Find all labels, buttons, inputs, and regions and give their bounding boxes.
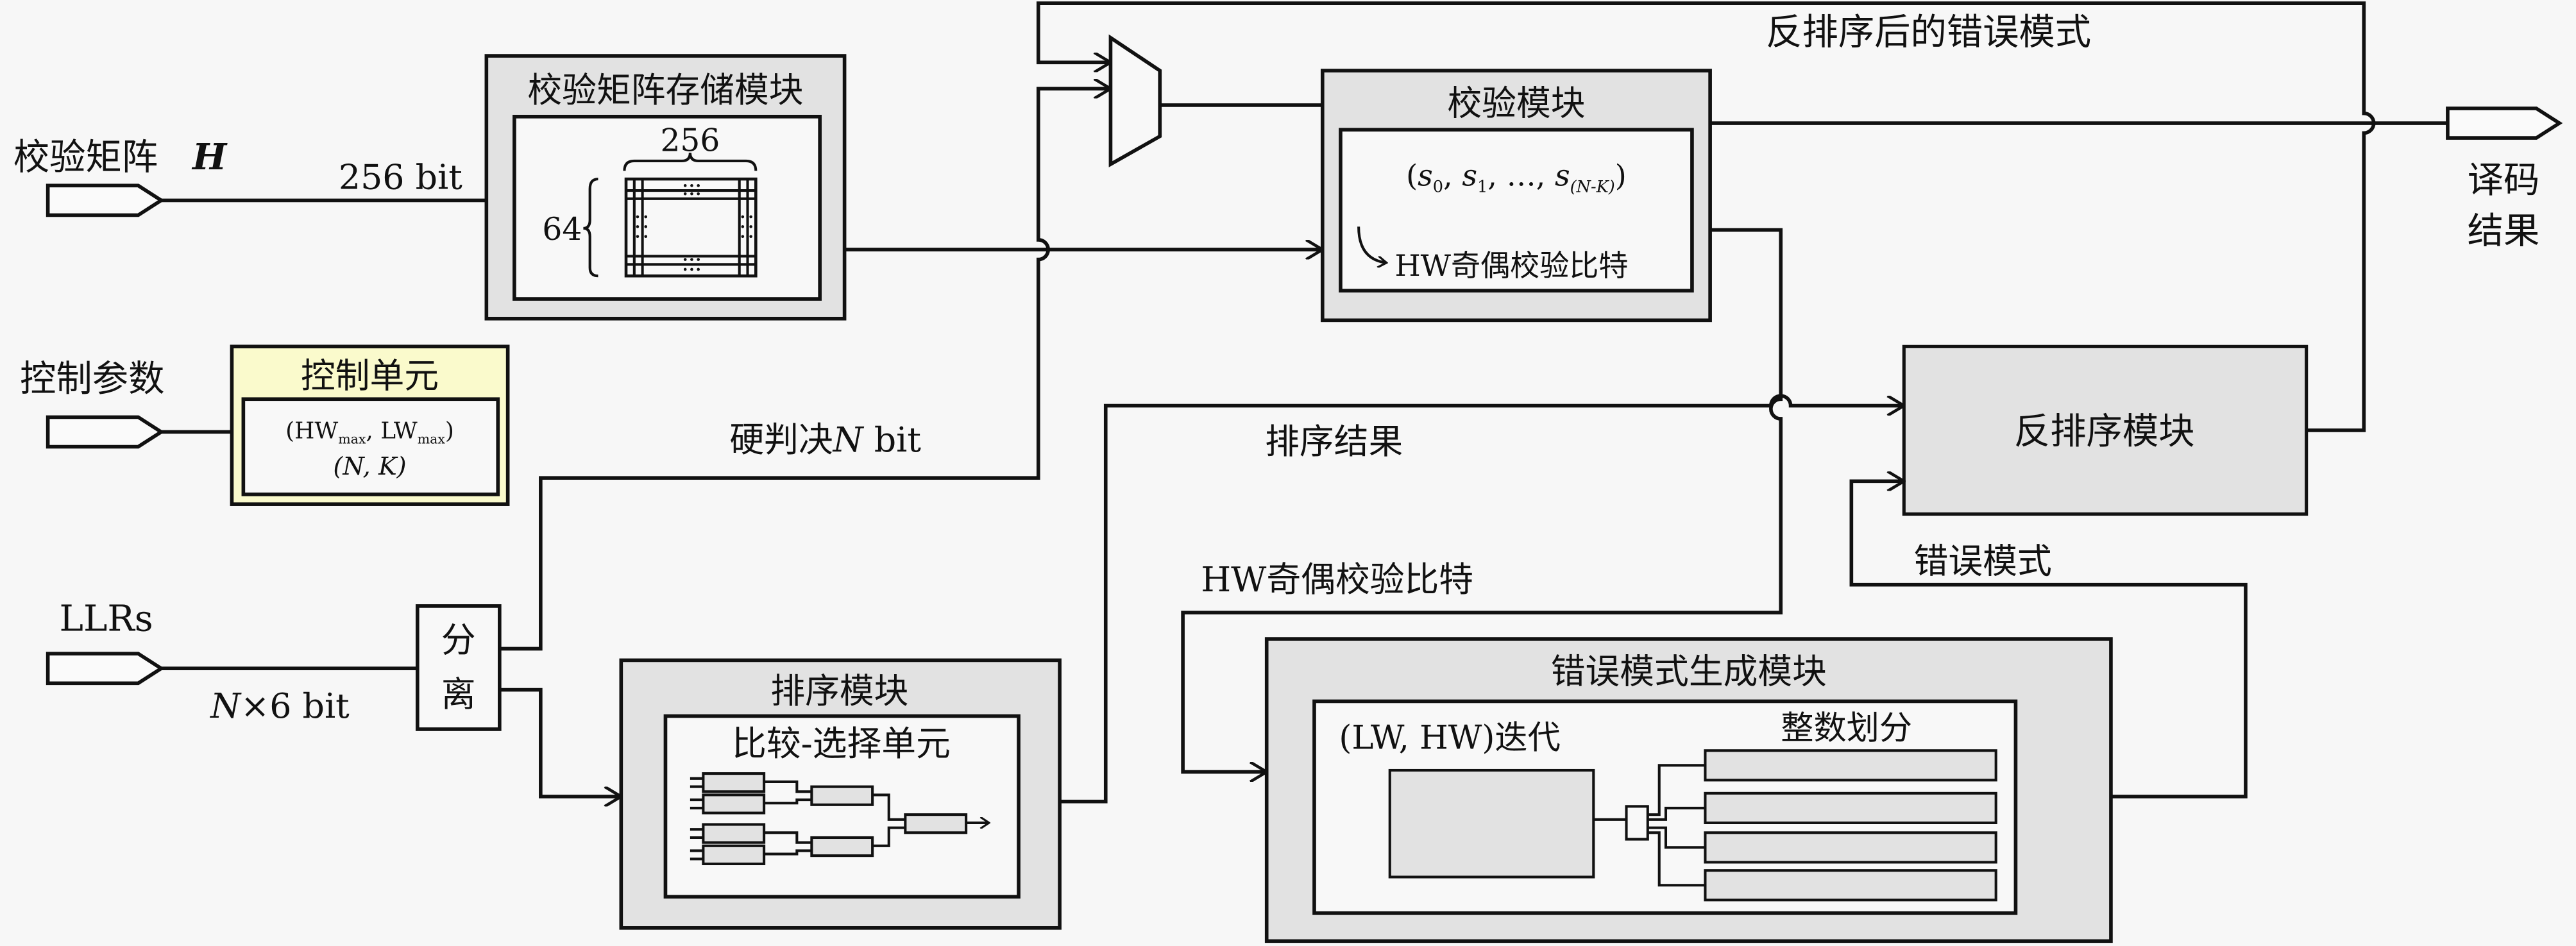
output-label-line1: 译码 [2468,160,2540,201]
derive-arrow-icon [1357,226,1387,262]
brace-rows-icon [583,178,598,278]
split-char-1: 分 [441,620,476,661]
matrix-rows-label: 64 [542,212,582,248]
iteration-block-icon [1388,768,1595,879]
input-llrs: LLRs N×6 bit [46,598,418,726]
compare-select-tree-icon [690,772,989,866]
llrs-bus-label: N×6 bit [209,686,350,726]
wire-sort-result [1060,394,1904,804]
partition-unit-4 [1704,869,1997,902]
sort-result-label: 排序结果 [1265,421,1403,462]
matrix-grid-icon [624,177,758,278]
mux-icon [1108,34,1162,167]
input-port-icon [46,652,165,686]
antisort-module-title: 反排序模块 [2014,410,2195,452]
error-pattern-label: 错误模式 [1914,541,2052,582]
antisorted-error-label: 反排序后的错误模式 [1766,12,2091,53]
error-gen-module: 错误模式生成模块 (LW, HW)迭代 整数划分 [1264,637,2113,943]
input-control-params-label: 控制参数 [20,358,164,400]
output-label-line2: 结果 [2468,210,2540,252]
wire-split-to-sort [499,688,621,797]
control-unit: 控制单元 (HWmax, LWmax) (N, K) [230,344,510,506]
partition-unit-1 [1704,749,1997,782]
partition-unit-3 [1704,831,1997,864]
check-module-title: 校验模块 [1447,83,1585,123]
iteration-label: (LW, HW)迭代 [1339,719,1560,757]
distribution-wires [1647,764,1706,887]
hard-decision-label: 硬判决N bit [729,419,921,460]
input-check-matrix-label: 校验矩阵 [13,137,158,178]
input-check-matrix-symbol: H [191,136,228,178]
wire-antisorted-feedback [1036,1,2376,432]
wire-hard-decision [499,89,1111,651]
wire-hw-parity [1181,228,1783,772]
check-module: 校验模块 (s0, s1, …, s(N-K)) HW奇偶校验比特 [1320,69,1712,323]
control-unit-param-line2: (N, K) [333,452,406,481]
error-gen-module-title: 错误模式生成模块 [1551,651,1827,691]
storage-module-title: 校验矩阵存储模块 [527,70,803,110]
split-block: 分 离 [415,604,502,731]
syndrome-vector: (s0, s1, …, s(N-K)) [1406,158,1627,196]
partition-unit-2 [1704,791,1997,824]
control-unit-param-line1: (HWmax, LWmax) [285,418,454,447]
distributor-icon [1625,805,1649,841]
hw-parity-label: HW奇偶校验比特 [1201,559,1473,600]
input-port-icon [46,183,165,217]
split-char-2: 离 [441,674,476,714]
wire-error-pattern [1849,481,2248,798]
check-parity-label: HW奇偶校验比特 [1394,248,1628,283]
sort-module: 排序模块 比较-选择单元 [619,658,1062,930]
compare-select-unit-label: 比较-选择单元 [732,723,951,764]
antisort-module: 反排序模块 [1902,344,2309,516]
control-unit-title: 控制单元 [301,355,439,396]
sort-module-title: 排序模块 [770,671,908,711]
brace-cols-icon [623,153,758,171]
input-control-params: 控制参数 [20,358,232,449]
output-port-icon [2446,106,2563,140]
input-check-matrix: 校验矩阵 H 256 bit [13,136,487,217]
integer-partition-label: 整数划分 [1781,709,1912,747]
input-port-icon [46,415,165,449]
bus-width-label: 256 bit [339,156,462,197]
storage-module: 校验矩阵存储模块 256 64 [484,54,847,321]
input-llrs-label: LLRs [60,598,153,639]
